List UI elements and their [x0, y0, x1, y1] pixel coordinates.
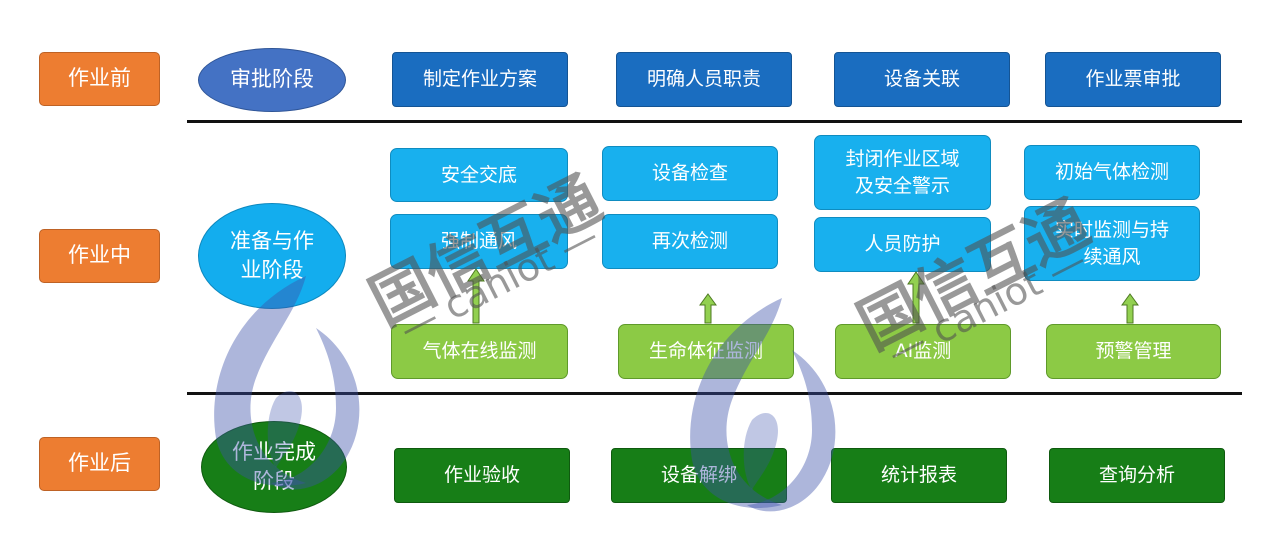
- monitor-gas-online: 气体在线监测: [391, 324, 568, 379]
- task-statistics-report: 统计报表: [831, 448, 1007, 503]
- monitor-ai: AI监测: [835, 324, 1011, 379]
- phase-after-label: 作业后: [39, 437, 160, 491]
- task-personal-protection: 人员防护: [814, 217, 991, 272]
- task-realtime-monitor-line2: 续通风: [1083, 245, 1141, 268]
- task-safety-briefing: 安全交底: [390, 148, 568, 202]
- task-acceptance: 作业验收: [394, 448, 570, 503]
- task-forced-ventilation: 强制通风: [390, 214, 568, 269]
- task-device-unbind: 设备解绑: [611, 448, 787, 503]
- task-close-area: 封闭作业区域 及安全警示: [814, 135, 991, 210]
- arrow-up-icon: [467, 268, 485, 324]
- task-device-check: 设备检查: [602, 146, 778, 201]
- stage-prep-line1: 准备与作: [230, 228, 314, 253]
- stage-prep-ellipse: 准备与作 业阶段: [198, 203, 346, 309]
- stage-prep-line2: 业阶段: [240, 258, 304, 282]
- task-retest: 再次检测: [602, 214, 778, 269]
- task-initial-gas-test: 初始气体检测: [1024, 145, 1200, 200]
- task-realtime-monitor: 实时监测与持 续通风: [1024, 206, 1200, 281]
- alert-management: 预警管理: [1046, 324, 1221, 379]
- task-make-plan: 制定作业方案: [392, 52, 568, 107]
- task-realtime-monitor-line1: 实时监测与持: [1054, 218, 1169, 241]
- task-device-link: 设备关联: [834, 52, 1010, 107]
- divider-during-after: [187, 392, 1242, 395]
- phase-during-label: 作业中: [39, 229, 160, 283]
- monitor-vital-signs: 生命体征监测: [618, 324, 794, 379]
- arrow-up-icon: [1121, 293, 1139, 324]
- task-define-duties: 明确人员职责: [616, 52, 792, 107]
- stage-complete-line1: 作业完成: [232, 439, 316, 464]
- task-query-analysis: 查询分析: [1049, 448, 1225, 503]
- arrow-up-icon: [907, 271, 925, 324]
- stage-approval-ellipse: 审批阶段: [198, 48, 346, 112]
- divider-before-during: [187, 120, 1242, 123]
- task-permit-approval: 作业票审批: [1045, 52, 1221, 107]
- arrow-up-icon: [699, 293, 717, 324]
- phase-before-label: 作业前: [39, 52, 160, 106]
- task-close-area-line1: 封闭作业区域: [845, 147, 960, 170]
- stage-complete-line2: 阶段: [253, 469, 295, 493]
- stage-complete-ellipse: 作业完成 阶段: [201, 421, 347, 513]
- task-close-area-line2: 及安全警示: [854, 174, 950, 197]
